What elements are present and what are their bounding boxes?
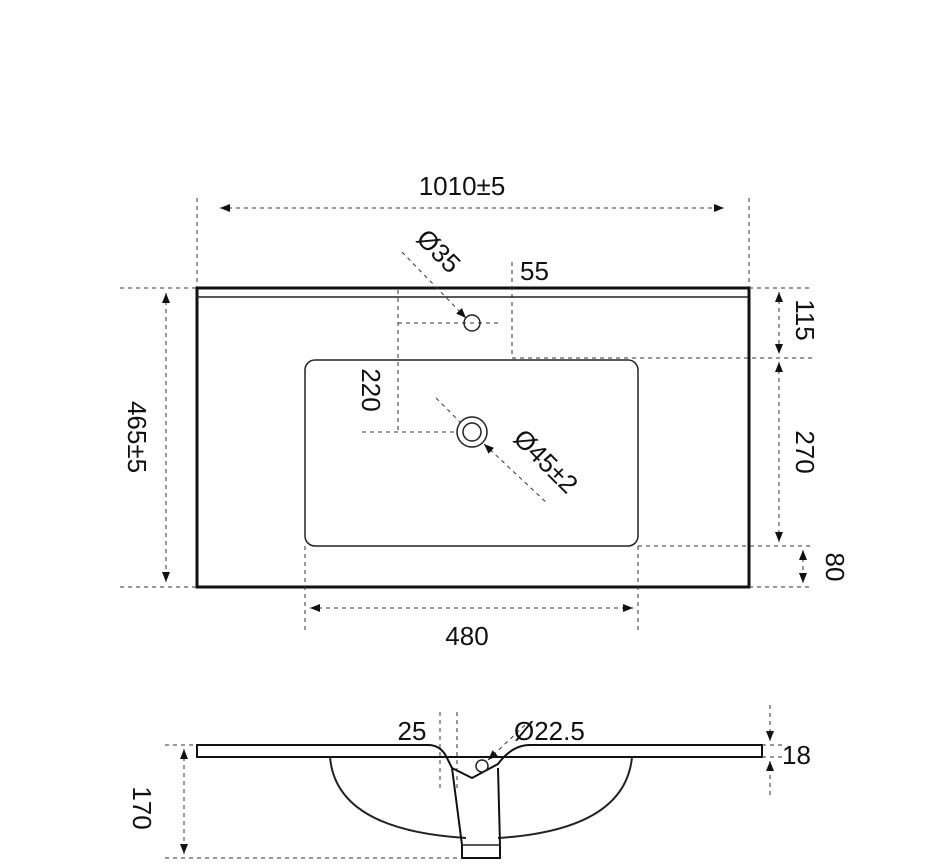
side-left-label: 25 — [398, 716, 427, 746]
side-bowl — [329, 756, 633, 839]
front-label: 80 — [820, 553, 850, 582]
tap-offset-label: 55 — [520, 256, 549, 286]
tap-to-drain-label: 220 — [356, 368, 386, 411]
drain-outer — [456, 416, 488, 448]
top-view: 1010±5 465±5 Ø35 220 55 115 270 80 480 — [120, 171, 850, 651]
side-view: 25 Ø22.5 18 170 — [127, 705, 811, 859]
total-height-label: 170 — [127, 786, 157, 829]
side-drain — [451, 767, 501, 859]
overflow-hole — [475, 759, 489, 773]
bowl-outline — [304, 359, 639, 547]
drain-inner — [462, 422, 482, 442]
countertop-outline — [195, 286, 751, 589]
width-label: 1010±5 — [419, 171, 506, 201]
drain-diameter-leader — [435, 397, 461, 423]
tap-diameter-label: Ø35 — [411, 223, 467, 279]
drain-diameter-label: Ø45±2 — [508, 423, 584, 499]
side-slab — [196, 744, 763, 780]
slab-thickness-label: 18 — [782, 740, 811, 770]
bowl-width-label: 480 — [445, 621, 488, 651]
depth-label: 465±5 — [122, 401, 152, 473]
overflow-diameter-label: Ø22.5 — [514, 716, 585, 746]
bowl-depth-label: 270 — [790, 430, 820, 473]
overflow-leader — [487, 724, 526, 761]
back-edge-label: 115 — [790, 299, 820, 340]
